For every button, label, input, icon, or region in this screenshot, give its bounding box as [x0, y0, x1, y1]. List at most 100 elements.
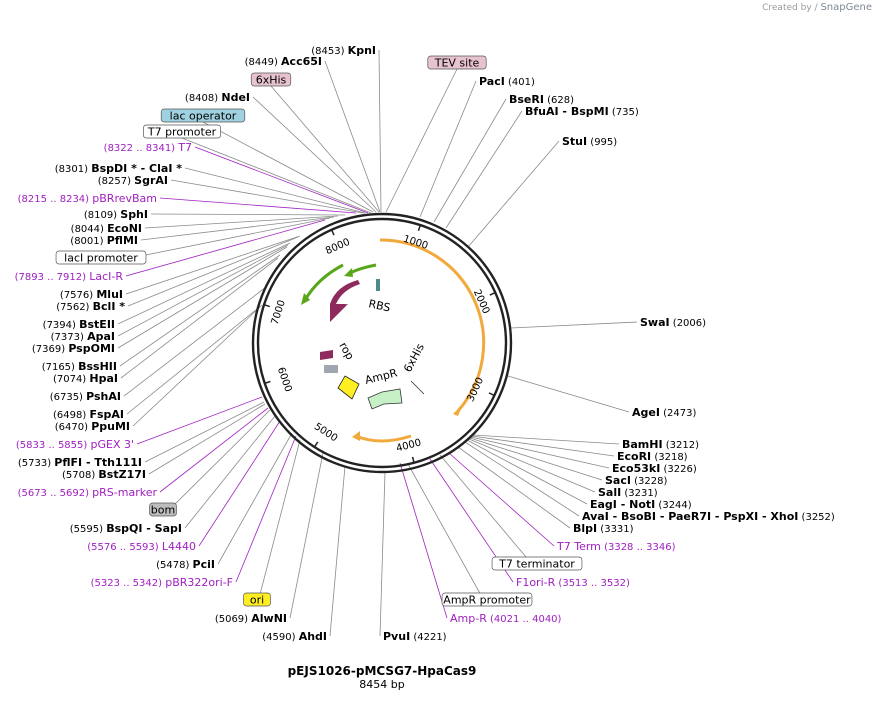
pbrrev-connector: [159, 197, 357, 214]
apai-label: (7373) ApaI: [51, 330, 115, 343]
pgex3-name: pGEX 3': [90, 438, 134, 451]
pflmi-connector: [140, 216, 335, 241]
tick-mark: [264, 380, 271, 385]
pflmi-name: PflMI: [107, 234, 138, 247]
hpacas9-arrowhead-icon: [453, 404, 463, 416]
rop-gene-arrow: [320, 350, 333, 360]
ppumi-name: PpuMI: [91, 420, 130, 433]
eagi-connector: [466, 439, 588, 505]
kpni-label: (8453) KpnI: [311, 44, 376, 57]
bcli-label: (7562) BclI *: [56, 300, 125, 313]
eagi-name: EagI - NotI: [590, 498, 655, 511]
mlui-label: (7576) MluI: [60, 288, 123, 301]
avai-label: AvaI - BsoBI - PaeR7I - PspXI - XhoI (32…: [582, 510, 835, 523]
l4440-name: L4440: [162, 540, 196, 553]
sali-label: SalI (3231): [598, 486, 658, 499]
mlui-connector: [125, 235, 301, 295]
mlui-name: MluI: [96, 288, 123, 301]
sixhis-inner-label: 6xHis: [401, 341, 427, 374]
bseri-name: BseRI: [509, 93, 544, 106]
t7term-box: [491, 556, 583, 571]
sgrai-connector: [170, 179, 364, 214]
bseri-label: BseRI (628): [509, 93, 574, 106]
fspai-connector: [126, 304, 263, 415]
pvui-connector: [379, 471, 386, 637]
pbrrev-label: (8215 .. 8234) pBRrevBam: [18, 192, 157, 205]
acc65i-connector: [324, 60, 381, 213]
lacir-position: (7893 .. 7912): [15, 272, 90, 283]
kpni-name: KpnI: [348, 44, 376, 57]
bfuai-position: (735): [609, 107, 639, 118]
saci-position: (3228): [631, 476, 668, 487]
bamhi-position: (3212): [663, 440, 700, 451]
lac-arrowhead-icon: [344, 268, 353, 277]
sgrai-name: SgrAI: [134, 174, 168, 187]
ori-label: ori: [250, 594, 264, 607]
bspqi-label: (5595) BspQI - SapI: [70, 522, 182, 535]
tick-mark: [489, 291, 496, 296]
bspdi-label: (8301) BspDI * - ClaI *: [55, 162, 182, 175]
kpni-position: (8453): [311, 46, 347, 57]
t7-position: (8322 .. 8341): [104, 143, 179, 154]
t7term-label: T7 terminator: [498, 558, 575, 571]
pshai-position: (6735): [50, 392, 86, 403]
agei-position: (2473): [660, 408, 697, 419]
bfuai-label: BfuAI - BspMI (735): [525, 105, 639, 118]
bsshii-position: (7165): [42, 362, 78, 373]
stui-position: (995): [587, 137, 617, 148]
rop-label: rop: [336, 340, 356, 362]
bamhi-label: BamHI (3212): [622, 438, 699, 451]
ndei-connector: [252, 96, 377, 213]
tick-label: 5000: [312, 421, 339, 444]
sphi-connector: [150, 213, 346, 216]
t7-connector: [194, 146, 369, 214]
ahdi-name: AhdI: [299, 630, 327, 643]
amprprom-box: [441, 592, 533, 607]
bspdi-name: BspDI * - ClaI *: [91, 162, 182, 175]
laci-promoter-arc: [303, 263, 344, 301]
sgrai-label: (8257) SgrAI: [98, 174, 168, 187]
sphi-label: (8109) SphI: [84, 208, 148, 221]
l4440-position: (5576 .. 5593): [87, 542, 162, 553]
ahdi-position: (4590): [262, 632, 298, 643]
bspdi-position: (8301): [55, 164, 91, 175]
prsm-name: pRS-marker: [92, 486, 157, 499]
t7t-connector: [448, 452, 555, 547]
lacir-name: LacI-R: [89, 270, 123, 283]
acc65i-label: (8449) Acc65I: [245, 55, 322, 68]
t7t-name: T7 Term: [556, 540, 601, 553]
pspomi-position: (7369): [32, 344, 68, 355]
bsshii-name: BssHII: [78, 360, 117, 373]
pcii-label: (5478) PciI: [156, 558, 215, 571]
hpai-name: HpaI: [89, 372, 118, 385]
ndei-name: NdeI: [221, 91, 250, 104]
t7term-connector: [439, 454, 538, 571]
hpai-label: (7074) HpaI: [53, 372, 118, 385]
prsm-label: (5673 .. 5692) pRS-marker: [18, 486, 158, 499]
pcii-name: PciI: [193, 558, 215, 571]
pvui-label: PvuI (4221): [383, 630, 447, 643]
bom-marker: [324, 365, 338, 373]
tick-label: 6000: [275, 366, 294, 394]
saci-name: SacI: [605, 474, 631, 487]
bsteii-connector: [117, 242, 291, 325]
blpi-position: (3331): [597, 524, 634, 535]
alwni-label: (5069) AlwNI: [215, 612, 287, 625]
ampr-position: (4021 .. 4040): [487, 614, 562, 625]
ecori-label: EcoRI (3218): [617, 450, 688, 463]
paci-name: PacI: [479, 75, 505, 88]
pflmi-position: (8001): [70, 236, 106, 247]
paci-position: (401): [505, 77, 535, 88]
apai-connector: [117, 244, 289, 337]
pgex3-connector: [136, 396, 263, 445]
tick-mark: [313, 441, 319, 448]
sphi-name: SphI: [120, 208, 148, 221]
stui-label: StuI (995): [562, 135, 617, 148]
eco53ki-position: (3226): [660, 464, 697, 475]
watermark-brand: SnapGene: [820, 2, 872, 13]
saci-label: SacI (3228): [605, 474, 667, 487]
swai-name: SwaI: [640, 316, 670, 329]
bom-label: bom: [151, 504, 175, 517]
econi-position: (8044): [71, 224, 107, 235]
